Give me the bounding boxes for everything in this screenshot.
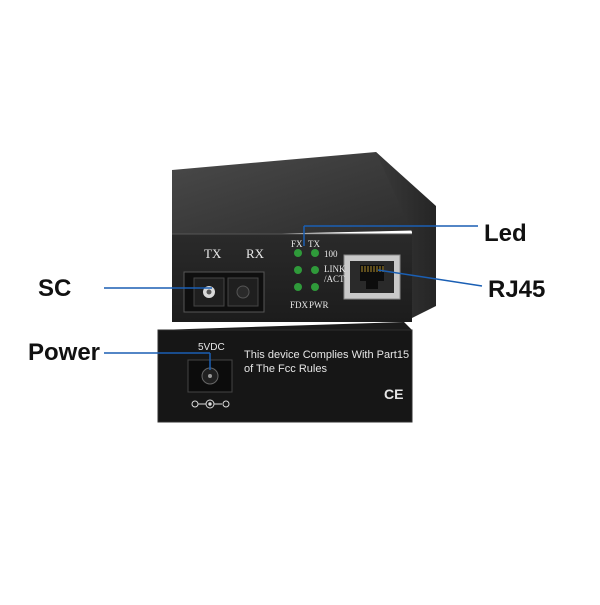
rj45-port <box>343 254 401 300</box>
fcc-notice-line-1: This device Complies With Part15 <box>244 349 410 361</box>
speed-led-label: 100 <box>324 249 338 259</box>
fdx-led-label: FDX <box>290 300 309 310</box>
fx-led-label: FX <box>291 239 303 249</box>
tx-led-label: TX <box>308 239 320 249</box>
power-callout: Power <box>28 339 101 366</box>
fcc-notice-line-2: of The Fcc Rules <box>244 363 327 375</box>
link-led-label: LINK <box>324 264 346 274</box>
pwr-led-label: PWR <box>309 300 329 310</box>
act-led-label: /ACT <box>324 274 345 284</box>
polarity-symbol <box>191 399 230 409</box>
ce-mark: CE <box>384 386 404 402</box>
rj45-callout-line <box>377 269 483 287</box>
rx-port-label: RX <box>246 246 265 261</box>
unit-top-surface <box>172 152 436 236</box>
sc-callout: SC <box>38 275 72 302</box>
led-array <box>294 249 319 291</box>
voltage-label: 5VDC <box>198 342 225 353</box>
rj45-callout: RJ45 <box>488 276 546 303</box>
tx-port-label: TX <box>204 246 222 261</box>
led-callout: Led <box>484 220 527 247</box>
sc-port <box>183 271 265 313</box>
